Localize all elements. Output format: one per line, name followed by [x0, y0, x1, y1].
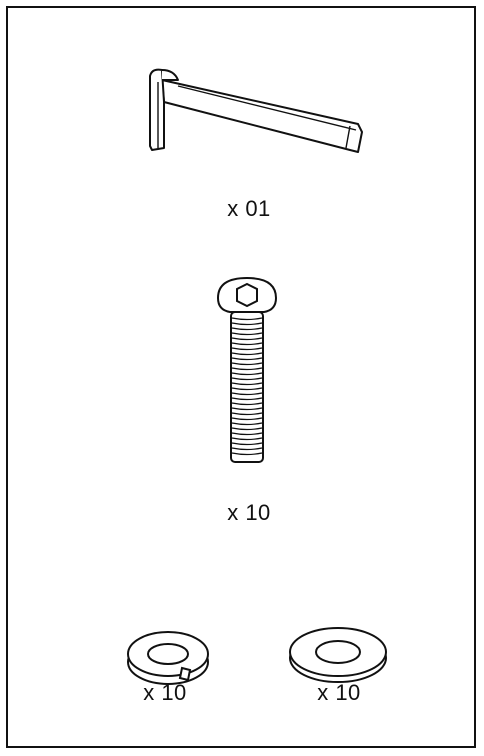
bolt-thread [231, 327, 263, 331]
bolt-thread [231, 407, 263, 411]
bolt-thread [231, 387, 263, 391]
bolt-thread [231, 372, 263, 376]
bolt-thread [231, 402, 263, 406]
bolt-thread [231, 352, 263, 356]
bolt-thread [231, 357, 263, 361]
bolt-thread [231, 417, 263, 421]
bolt-quantity: x 10 [227, 500, 271, 525]
hex-key-icon [149, 68, 363, 153]
bolt-thread [231, 322, 263, 326]
bolt-thread [231, 382, 263, 386]
hex-key-quantity: x 01 [227, 196, 271, 221]
bolt-thread [231, 332, 263, 336]
flat-washer-quantity: x 10 [317, 680, 361, 705]
bolt-thread [231, 412, 263, 416]
bolt-thread [231, 437, 263, 441]
lock-washer-quantity: x 10 [143, 680, 187, 705]
bolt-thread [231, 317, 263, 321]
lock-washer-icon [127, 631, 209, 685]
bolt-thread [231, 362, 263, 366]
bolt-thread [231, 337, 263, 341]
bolt-thread [231, 442, 263, 446]
bolt-thread [231, 397, 263, 401]
parts-list-frame [6, 6, 476, 748]
bolt-thread [231, 447, 263, 451]
bolt-thread [231, 452, 263, 456]
bolt-thread [231, 342, 263, 346]
bolt-thread [231, 347, 263, 351]
bolt-thread [231, 367, 263, 371]
bolt-icon [216, 276, 278, 463]
bolt-thread [231, 422, 263, 426]
bolt-thread [231, 432, 263, 436]
bolt-thread [231, 377, 263, 381]
bolt-thread [231, 392, 263, 396]
bolt-thread [231, 427, 263, 431]
flat-washer-icon [289, 627, 387, 683]
